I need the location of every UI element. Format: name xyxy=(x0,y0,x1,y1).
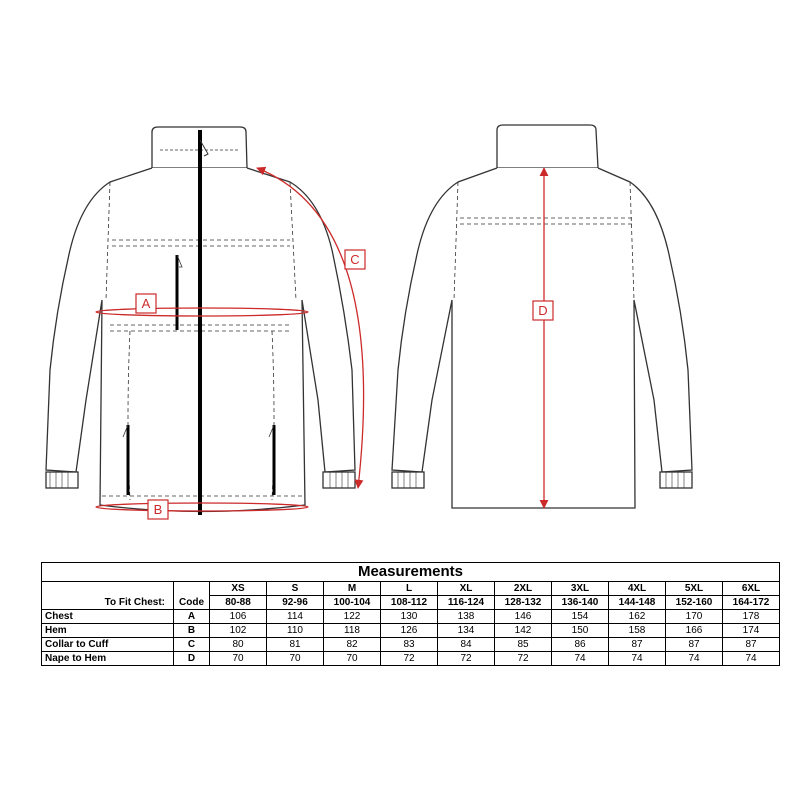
size-header: 3XL xyxy=(551,581,609,596)
fit-chest-label: To Fit Chest: xyxy=(41,595,174,610)
collar-to-cuff-measure-line xyxy=(256,166,366,489)
chest-range: 152-160 xyxy=(665,595,723,610)
size-header: 5XL xyxy=(665,581,723,596)
cell-value: 82 xyxy=(323,637,381,652)
hem-measure-line xyxy=(95,499,309,520)
cell-value: 134 xyxy=(437,623,495,638)
size-header: XL xyxy=(437,581,495,596)
table-row: Chest A 106 114 122 130 138 146 154 162 … xyxy=(41,609,780,624)
nape-to-hem-measure-line xyxy=(532,167,554,509)
table-title-row: Measurements xyxy=(41,562,780,582)
chest-range: 116-124 xyxy=(437,595,495,610)
cell-value: 106 xyxy=(209,609,267,624)
row-code: C xyxy=(173,637,210,652)
table-row: Nape to Hem D 70 70 70 72 72 72 74 74 74… xyxy=(41,651,780,666)
chest-range: 108-112 xyxy=(380,595,438,610)
cell-value: 122 xyxy=(323,609,381,624)
row-code: B xyxy=(173,623,210,638)
blank-cell xyxy=(173,581,210,596)
cell-value: 85 xyxy=(494,637,552,652)
cell-value: 114 xyxy=(266,609,324,624)
marker-c-label: C xyxy=(350,252,359,267)
cell-value: 138 xyxy=(437,609,495,624)
cell-value: 74 xyxy=(665,651,723,666)
chest-range: 136-140 xyxy=(551,595,609,610)
cell-value: 84 xyxy=(437,637,495,652)
cell-value: 158 xyxy=(608,623,666,638)
cell-value: 70 xyxy=(209,651,267,666)
cell-value: 174 xyxy=(722,623,780,638)
row-label: Chest xyxy=(41,609,174,624)
chest-range: 128-132 xyxy=(494,595,552,610)
size-header: S xyxy=(266,581,324,596)
cell-value: 87 xyxy=(722,637,780,652)
row-label: Nape to Hem xyxy=(41,651,174,666)
size-header-row: XS S M L XL 2XL 3XL 4XL 5XL 6XL xyxy=(41,581,780,596)
measurements-table: Measurements XS S M L XL 2XL 3XL 4XL 5XL… xyxy=(41,562,780,666)
cell-value: 154 xyxy=(551,609,609,624)
cell-value: 72 xyxy=(437,651,495,666)
size-header: 6XL xyxy=(722,581,780,596)
size-header: XS xyxy=(209,581,267,596)
marker-b-label: B xyxy=(154,502,163,517)
table-row: Collar to Cuff C 80 81 82 83 84 85 86 87… xyxy=(41,637,780,652)
row-label: Collar to Cuff xyxy=(41,637,174,652)
cell-value: 130 xyxy=(380,609,438,624)
cell-value: 70 xyxy=(323,651,381,666)
cell-value: 72 xyxy=(494,651,552,666)
cell-value: 74 xyxy=(608,651,666,666)
marker-d-label: D xyxy=(538,303,547,318)
chest-range: 100-104 xyxy=(323,595,381,610)
measurements-table-wrap: Measurements XS S M L XL 2XL 3XL 4XL 5XL… xyxy=(41,562,780,666)
chest-range: 144-148 xyxy=(608,595,666,610)
fit-chest-row: To Fit Chest: Code 80-88 92-96 100-104 1… xyxy=(41,595,780,610)
cell-value: 81 xyxy=(266,637,324,652)
cell-value: 162 xyxy=(608,609,666,624)
cell-value: 170 xyxy=(665,609,723,624)
cell-value: 83 xyxy=(380,637,438,652)
cell-value: 142 xyxy=(494,623,552,638)
chest-range: 80-88 xyxy=(209,595,267,610)
blank-cell xyxy=(41,581,174,596)
jacket-diagram: A B C D xyxy=(45,124,693,520)
cell-value: 118 xyxy=(323,623,381,638)
cell-value: 166 xyxy=(665,623,723,638)
cell-value: 110 xyxy=(266,623,324,638)
cell-value: 102 xyxy=(209,623,267,638)
row-code: D xyxy=(173,651,210,666)
cell-value: 126 xyxy=(380,623,438,638)
cell-value: 178 xyxy=(722,609,780,624)
table-row: Hem B 102 110 118 126 134 142 150 158 16… xyxy=(41,623,780,638)
cell-value: 80 xyxy=(209,637,267,652)
chest-range: 92-96 xyxy=(266,595,324,610)
cell-value: 72 xyxy=(380,651,438,666)
cell-value: 74 xyxy=(551,651,609,666)
cell-value: 87 xyxy=(608,637,666,652)
cell-value: 87 xyxy=(665,637,723,652)
size-header: L xyxy=(380,581,438,596)
cell-value: 70 xyxy=(266,651,324,666)
row-label: Hem xyxy=(41,623,174,638)
code-header: Code xyxy=(173,595,210,610)
cell-value: 86 xyxy=(551,637,609,652)
cell-value: 146 xyxy=(494,609,552,624)
row-code: A xyxy=(173,609,210,624)
chest-range: 164-172 xyxy=(722,595,780,610)
size-header: M xyxy=(323,581,381,596)
size-header: 2XL xyxy=(494,581,552,596)
marker-a-label: A xyxy=(142,296,151,311)
cell-value: 74 xyxy=(722,651,780,666)
size-header: 4XL xyxy=(608,581,666,596)
table-title: Measurements xyxy=(41,562,780,582)
cell-value: 150 xyxy=(551,623,609,638)
